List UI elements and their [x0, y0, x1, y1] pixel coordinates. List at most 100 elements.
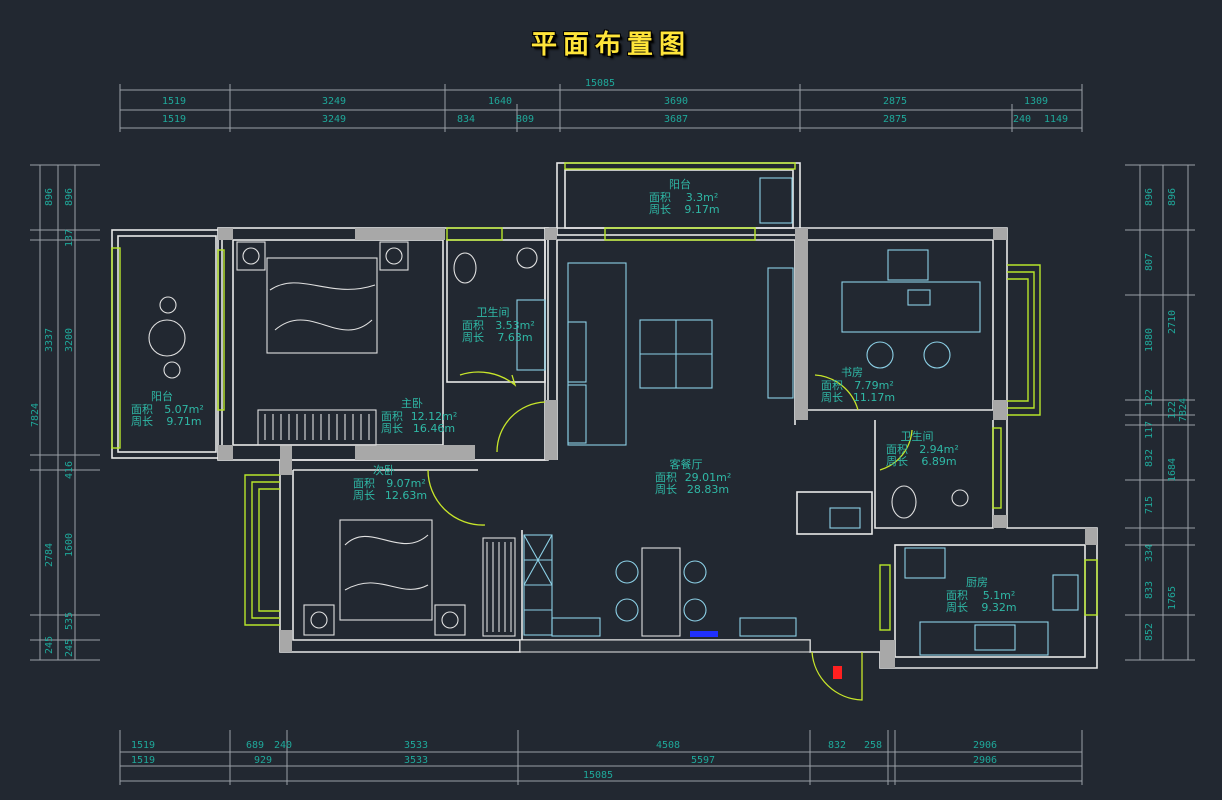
area-label: 面积	[381, 410, 403, 423]
wall-top-balcony	[556, 162, 801, 236]
master-bed-icon	[266, 257, 378, 354]
dimension-label: 832	[1144, 449, 1155, 467]
dimension-label: 3249	[322, 96, 346, 107]
room-area: 5.07m²	[164, 403, 204, 416]
room-area: 29.01m²	[685, 471, 732, 484]
room-area: 2.94m²	[919, 443, 959, 456]
doors	[427, 371, 913, 701]
perimeter-label: 周长	[655, 483, 677, 496]
dimension-label: 3687	[664, 114, 688, 125]
window-top-balcony	[564, 162, 796, 170]
perimeter-label: 周长	[381, 422, 403, 435]
dimension-label: 833	[1144, 581, 1155, 599]
second-bed-icon	[339, 519, 433, 621]
dimension-label: 122	[1167, 401, 1178, 419]
sofa-icon	[567, 262, 627, 446]
dimension-label: 3533	[404, 740, 428, 751]
windows	[111, 162, 1098, 631]
dimension-label: 715	[1144, 496, 1155, 514]
door-second-bedroom	[427, 469, 486, 526]
room-perimeter: 9.71m	[166, 415, 201, 428]
dimension-label: 896	[64, 188, 75, 206]
dimension-label: 15085	[585, 78, 615, 89]
entry-marker-icon	[833, 666, 842, 679]
area-label: 面积	[131, 403, 153, 416]
window-left-balcony	[111, 247, 121, 449]
wardrobe-icon	[257, 409, 377, 446]
room-name: 书房	[841, 366, 863, 379]
door-bathroom	[459, 371, 517, 387]
perimeter-label: 周长	[946, 601, 968, 614]
dimension-label: 117	[1144, 421, 1155, 439]
dimension-label: 896	[1144, 188, 1155, 206]
round-table-icon	[148, 319, 186, 357]
dimension-label: 3200	[64, 328, 75, 352]
dimension-label: 1600	[64, 533, 75, 557]
area-label: 面积	[353, 477, 375, 490]
toilet-icon	[453, 252, 477, 284]
area-label: 面积	[462, 319, 484, 332]
dimension-label: 896	[44, 188, 55, 206]
plan-title: 平面布置图	[530, 30, 691, 60]
dimension-label: 3690	[664, 96, 688, 107]
dimension-label: 689	[246, 740, 264, 751]
dimension-label: 2906	[973, 755, 997, 766]
dimension-label: 1149	[1044, 114, 1068, 125]
perimeter-label: 周长	[353, 489, 375, 502]
tv-cabinet-icon	[767, 267, 794, 399]
dimension-label: 3533	[404, 755, 428, 766]
room-perimeter: 16.46m	[413, 422, 455, 435]
area-label: 面积	[946, 589, 968, 602]
desk-icon	[841, 281, 981, 333]
door-entry	[811, 651, 863, 701]
dimension-label: 852	[1144, 623, 1155, 641]
dimension-label: 807	[1144, 253, 1155, 271]
perimeter-label: 周长	[649, 203, 671, 216]
window-second-bedroom-bay	[244, 474, 280, 626]
dimension-label: 137	[64, 229, 75, 247]
dimension-label: 3249	[322, 114, 346, 125]
door-bathroom2	[879, 429, 913, 471]
room-name: 阳台	[151, 389, 173, 403]
room-name: 厨房	[966, 576, 988, 589]
dimension-label: 2875	[883, 114, 907, 125]
furniture	[148, 177, 1079, 656]
perimeter-label: 周长	[462, 331, 484, 344]
room-name: 阳台	[669, 177, 691, 191]
dimension-label: 240	[1013, 114, 1031, 125]
dimension-label: 809	[516, 114, 534, 125]
window-study-bay	[1007, 264, 1041, 416]
dimension-label: 7824	[1178, 398, 1189, 422]
perimeter-label: 周长	[131, 415, 153, 428]
area-label: 面积	[655, 471, 677, 484]
perimeter-label: 周长	[821, 391, 843, 404]
dimension-label: 122	[1144, 389, 1155, 407]
room-perimeter: 7.63m	[497, 331, 532, 344]
dimension-label: 2784	[44, 543, 55, 567]
walls	[111, 162, 1098, 669]
dimension-label: 929	[254, 755, 272, 766]
area-label: 面积	[649, 191, 671, 204]
room-name: 卫生间	[477, 305, 510, 319]
dimension-label: 3337	[44, 328, 55, 352]
room-area: 3.53m²	[495, 319, 535, 332]
room-area: 5.1m²	[983, 589, 1016, 602]
dimension-label: 258	[864, 740, 882, 751]
dimension-label: 896	[1167, 188, 1178, 206]
dimension-label: 1519	[131, 755, 155, 766]
area-label: 面积	[886, 443, 908, 456]
room-area: 7.79m²	[854, 379, 894, 392]
door-study	[814, 374, 859, 411]
room-name: 客餐厅	[670, 457, 703, 471]
dimension-label: 416	[64, 461, 75, 479]
room-name: 主卧	[401, 397, 423, 410]
room-area: 12.12m²	[411, 410, 458, 423]
dimension-label: 832	[828, 740, 846, 751]
dimension-label: 1519	[131, 740, 155, 751]
room-perimeter: 11.17m	[853, 391, 895, 404]
room-perimeter: 6.89m	[921, 455, 956, 468]
dimension-label: 4508	[656, 740, 680, 751]
dimension-label: 1519	[162, 96, 186, 107]
